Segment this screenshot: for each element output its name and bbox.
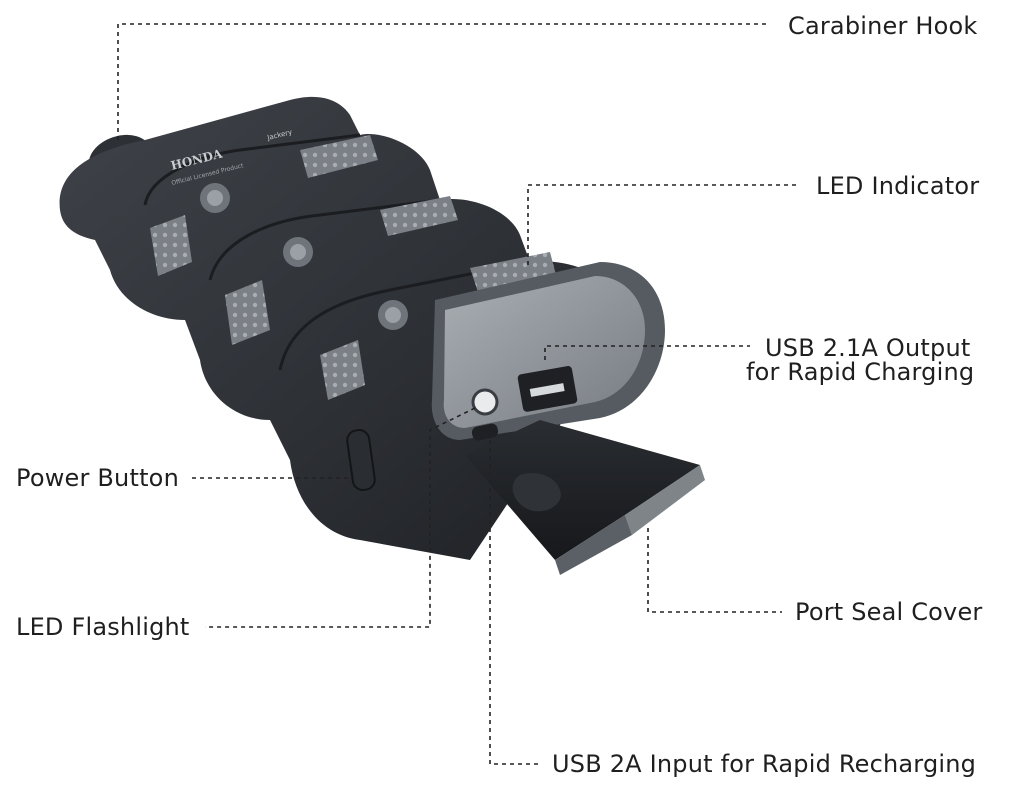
body-shell [59, 96, 630, 560]
label-carabiner-hook: Carabiner Hook [788, 12, 978, 40]
usb-input-port [471, 423, 499, 441]
label-power-button: Power Button [16, 464, 179, 492]
label-usb-output-line2: for Rapid Charging [746, 358, 975, 386]
led-flashlight [471, 388, 499, 416]
label-usb-output-line1: USB 2.1A Output [765, 334, 971, 362]
power-bank: HONDA Official Licensed Product Jackery [59, 96, 705, 575]
label-led-flashlight: LED Flashlight [16, 613, 190, 641]
label-port-seal-cover: Port Seal Cover [795, 598, 983, 626]
label-usb-input: USB 2A Input for Rapid Recharging [552, 750, 977, 778]
port-seal-cover [465, 420, 705, 575]
port-panel [431, 262, 665, 441]
grip-pads-top [300, 135, 556, 292]
grip-pads-side [150, 215, 365, 400]
screws [200, 183, 408, 330]
label-led-indicator: LED Indicator [816, 172, 980, 200]
power-button [346, 429, 376, 491]
leader-lines [117, 23, 800, 765]
